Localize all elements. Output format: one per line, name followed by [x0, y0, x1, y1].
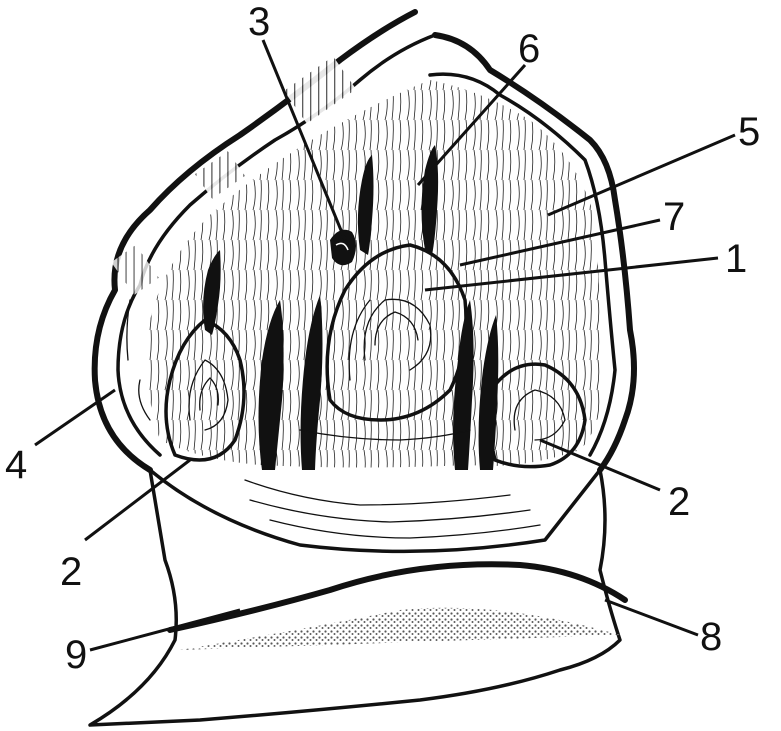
- label-1: 1: [725, 237, 747, 281]
- leader-8: [605, 600, 698, 635]
- label-9: 9: [65, 633, 87, 677]
- leader-2-right: [540, 440, 660, 490]
- label-8: 8: [700, 615, 722, 659]
- label-6: 6: [518, 27, 540, 71]
- label-7: 7: [663, 195, 685, 239]
- leader-2-left: [85, 460, 190, 540]
- label-4: 3: [248, 0, 270, 44]
- label-3: 4: [5, 443, 27, 487]
- label-2-left: 2: [60, 550, 82, 594]
- label-5: 5: [738, 110, 760, 154]
- label-2-right: 2: [668, 480, 690, 524]
- stalk-base: [90, 470, 625, 725]
